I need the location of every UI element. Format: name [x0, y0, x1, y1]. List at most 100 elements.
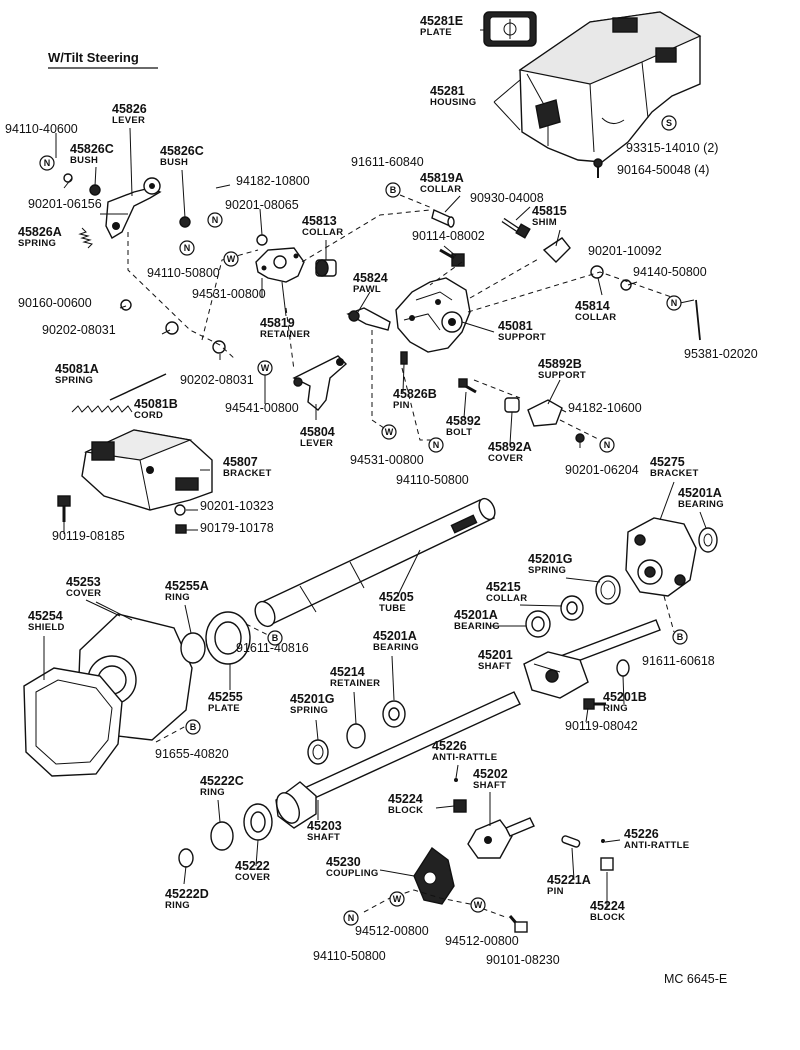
- nut-90179-10178-drawing: [175, 524, 187, 534]
- part-name: ANTI-RATTLE: [432, 752, 497, 763]
- washer-90201-06156-drawing: [63, 173, 73, 183]
- part-number: 45826B: [393, 387, 437, 401]
- part-name: LEVER: [300, 438, 333, 449]
- part-code-91611-60618: 91611-60618: [642, 654, 715, 668]
- part-name: PAWL: [353, 284, 381, 295]
- bolt-45892-drawing: [458, 378, 477, 394]
- part-number: 45892A: [488, 440, 532, 454]
- part-name: PIN: [393, 400, 410, 411]
- symbol-n-icon: N: [179, 240, 195, 256]
- part-code-91611-40816: 91611-40816: [236, 641, 309, 655]
- part-name: PLATE: [208, 703, 240, 714]
- part-name: COLLAR: [486, 593, 527, 604]
- part-number: 45224: [388, 792, 423, 806]
- symbol-letter: N: [433, 440, 440, 450]
- part-number: 45281: [430, 84, 465, 98]
- part-code-90202-08031: 90202-08031: [180, 373, 254, 387]
- part-name: BRACKET: [223, 468, 272, 479]
- part-code-90930-04008: 90930-04008: [470, 191, 544, 205]
- spring-45081a-drawing: [71, 405, 133, 413]
- part-number: 45222C: [200, 774, 244, 788]
- symbol-letter: N: [671, 298, 678, 308]
- bolt-90119-08185-drawing: [57, 495, 71, 522]
- part-number: 45081A: [55, 362, 99, 376]
- symbol-letter: N: [184, 243, 191, 253]
- block-45224-lower-drawing: [600, 857, 614, 871]
- symbol-letter: W: [474, 900, 483, 910]
- support-45892b-drawing: [527, 399, 563, 427]
- pawl-45824-drawing: [346, 307, 391, 331]
- spring-45826a-drawing: [78, 227, 93, 249]
- washer-90201-10323-drawing: [174, 504, 186, 516]
- symbol-w-icon: W: [389, 891, 405, 907]
- part-name: SPRING: [290, 705, 328, 716]
- anti-rattle-45226-lower-drawing: [601, 839, 605, 843]
- symbol-w-icon: W: [470, 897, 486, 913]
- shield-45254-drawing: [23, 667, 123, 777]
- ring-45222d-drawing: [178, 848, 194, 868]
- part-code-90160-00600: 90160-00600: [18, 296, 92, 310]
- symbol-n-icon: N: [39, 155, 55, 171]
- symbol-b-icon: B: [267, 630, 283, 646]
- collar-45813-drawing: [315, 259, 337, 277]
- cover-45892a-drawing: [504, 397, 520, 413]
- leader-lines: [43, 29, 707, 908]
- part-number: 45202: [473, 767, 508, 781]
- nut-90160-00600-drawing: [120, 299, 132, 311]
- symbol-b-icon: B: [185, 719, 201, 735]
- symbol-w-icon: W: [223, 251, 239, 267]
- part-name: COLLAR: [575, 312, 616, 323]
- part-number: 45201: [478, 648, 513, 662]
- part-code-94512-00800: 94512-00800: [445, 934, 519, 948]
- part-number: 45255A: [165, 579, 209, 593]
- part-name: HOUSING: [430, 97, 476, 108]
- part-number: 45813: [302, 214, 337, 228]
- part-number: 45804: [300, 425, 335, 439]
- diagram-title: W/Tilt Steering: [48, 50, 139, 65]
- part-name: BEARING: [678, 499, 724, 510]
- part-name: TUBE: [379, 603, 406, 614]
- part-code-90201-10092: 90201-10092: [588, 244, 662, 258]
- diagram-code: MC 6645-E: [664, 972, 727, 986]
- bolt-90119-08042-drawing: [583, 698, 606, 710]
- symbol-letter: W: [227, 254, 236, 264]
- pin-95381-02020-drawing: [695, 299, 701, 341]
- part-name: BLOCK: [388, 805, 423, 816]
- bolt-90101-08230-drawing: [508, 915, 528, 933]
- symbol-letter: B: [190, 722, 197, 732]
- symbol-n-icon: N: [666, 295, 682, 311]
- anti-rattle-45226-upper-drawing: [454, 778, 458, 782]
- part-number: 45214: [330, 665, 365, 679]
- part-name: COLLAR: [302, 227, 343, 238]
- part-name: COVER: [488, 453, 523, 464]
- part-code-90201-10323: 90201-10323: [200, 499, 274, 513]
- part-name: SPRING: [528, 565, 566, 576]
- cord-45081b-drawing: [109, 373, 167, 401]
- part-number: 45201A: [454, 608, 498, 622]
- part-code-94531-00800: 94531-00800: [192, 287, 266, 301]
- part-number: 45253: [66, 575, 101, 589]
- part-number: 45275: [650, 455, 685, 469]
- washer-90202-08031-bottom-drawing: [212, 340, 226, 354]
- part-number: 45255: [208, 690, 243, 704]
- symbol-b-icon: B: [672, 629, 688, 645]
